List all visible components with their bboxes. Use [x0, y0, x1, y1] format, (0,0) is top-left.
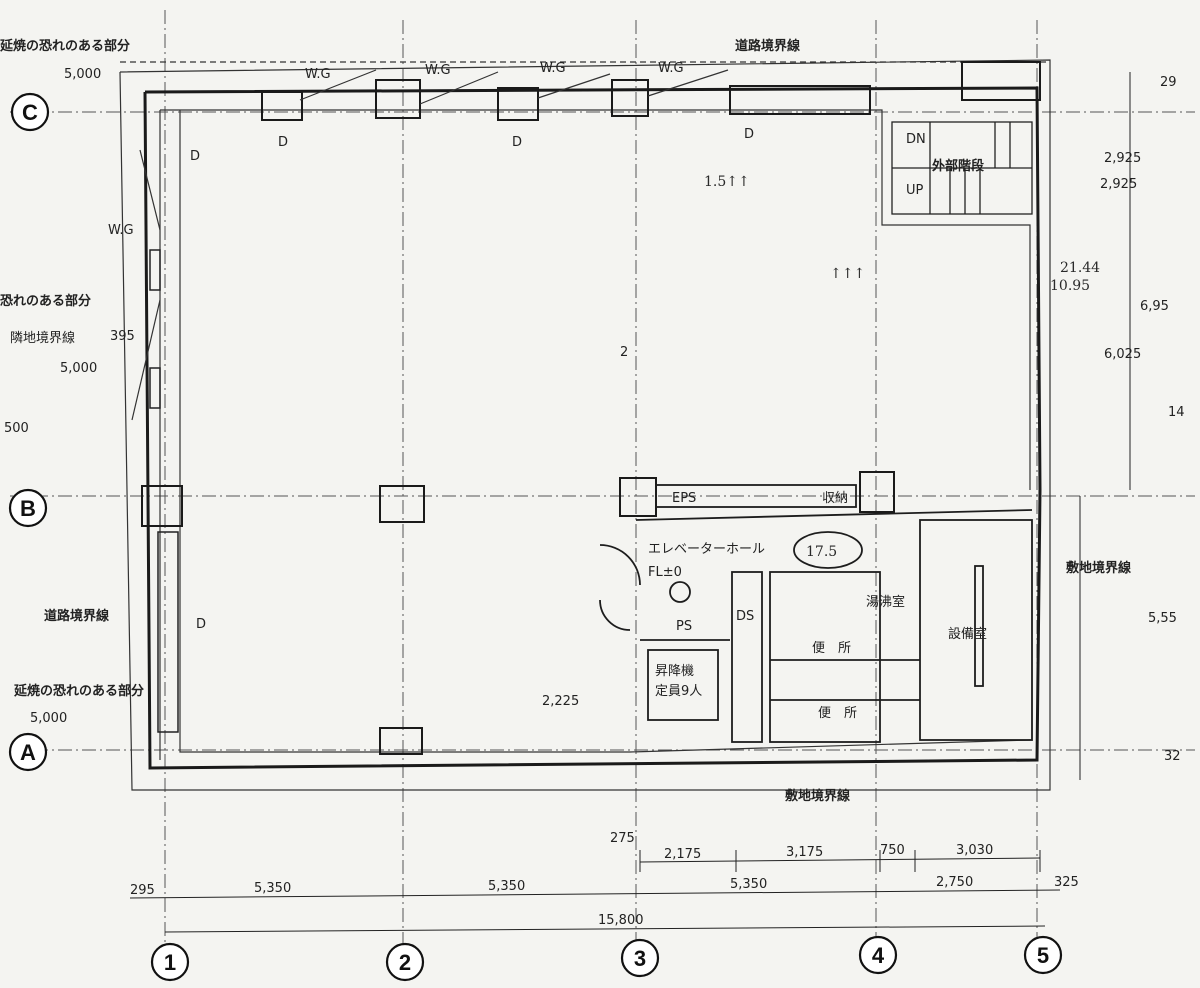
svg-text:B: B [20, 496, 36, 521]
label-fire-risk-low: 延焼の恐れのある部分 [13, 683, 144, 699]
label-boundary-right: 敷地境界線 [1066, 560, 1132, 576]
stair-label: 外部階段 [931, 158, 984, 174]
dim-top-left: 5,000 [64, 67, 101, 82]
dim-row1-4: 750 [880, 843, 905, 858]
dim-row1-2: 2,175 [664, 847, 701, 862]
grid-bubble-2: 2 [385, 942, 425, 982]
label-boundary-bottom: 敷地境界線 [785, 788, 851, 804]
grid-bubble-3: 3 [620, 938, 660, 978]
svg-text:2: 2 [399, 950, 411, 975]
wg-4: W.G [658, 61, 684, 76]
svg-text:A: A [20, 740, 36, 765]
dim-row1-3: 3,175 [786, 845, 823, 860]
center-two: 2 [620, 345, 628, 360]
wg-5: W.G [108, 223, 134, 238]
dim-total: 15,800 [598, 913, 644, 928]
dim-left-500: 500 [4, 421, 29, 436]
dim-right-top-1: 29 [1160, 75, 1177, 90]
dim-left-395: 395 [110, 329, 135, 344]
d-mark-5: D [196, 617, 206, 632]
ps-label: PS [676, 619, 692, 634]
window-marks [131, 69, 729, 421]
elev-box-sub: 定員9人 [655, 684, 702, 699]
eps-label: EPS [672, 491, 696, 506]
d-mark-2: D [278, 135, 288, 150]
svg-text:4: 4 [872, 943, 885, 968]
d-mark-3: D [512, 135, 522, 150]
svg-text:C: C [22, 100, 38, 125]
left-windows [149, 249, 179, 733]
grid-bubble-A: A [8, 732, 48, 772]
dim-interior-2225: 2,225 [542, 694, 579, 709]
wg-3: W.G [540, 61, 566, 76]
kitchen-label: 湯沸室 [866, 594, 905, 610]
hand-note-right-1: 21.44 [1060, 260, 1100, 276]
grid-bubble-1: 1 [150, 942, 190, 982]
svg-text:3: 3 [634, 946, 646, 971]
dim-right-mid-3: 14 [1168, 405, 1185, 420]
site-boundary [119, 59, 1051, 791]
structural-columns [141, 61, 1041, 755]
grid-rows [10, 111, 1195, 751]
hand-note-top: 1.5↑↑ [704, 174, 750, 190]
grid-bubble-C: C [10, 92, 50, 132]
wg-1: W.G [305, 67, 331, 82]
d-mark-4: D [744, 127, 754, 142]
dim-row1-1: 275 [610, 831, 635, 846]
dim-right-top-3: 2,925 [1100, 177, 1137, 192]
grid-bubble-5: 5 [1023, 935, 1063, 975]
grid-bubble-B: B [8, 488, 48, 528]
dim-row2-2: 5,350 [254, 881, 291, 896]
dim-row2-5: 2,750 [936, 875, 973, 890]
elevator-fl: FL±0 [648, 565, 682, 580]
stair [891, 121, 1033, 215]
elevator-hall-label: エレベーターホール [648, 542, 765, 557]
dim-left-bottom: 5,000 [30, 711, 67, 726]
dim-right-mid-1: 6,95 [1140, 299, 1169, 314]
ds-label: DS [736, 609, 754, 624]
hall-value: 17.5 [806, 544, 837, 560]
dim-row2-4: 5,350 [730, 877, 767, 892]
svg-text:1: 1 [164, 950, 176, 975]
toilet-1-label: 便 所 [812, 641, 851, 656]
wg-2: W.G [425, 63, 451, 78]
grid-bubbles-columns: 1 2 3 4 5 [150, 935, 1063, 982]
dim-row2-3: 5,350 [488, 879, 525, 894]
dim-right-low: 5,55 [1148, 611, 1177, 626]
d-mark-1: D [190, 149, 200, 164]
dim-right-mid-2: 6,025 [1104, 347, 1141, 362]
storage-label: 収納 [822, 491, 848, 506]
dim-row2-1: 295 [130, 883, 155, 898]
hand-note-right-2: 10.95 [1050, 278, 1090, 294]
hand-note-mid: ↑↑↑ [830, 266, 865, 282]
dim-right-top-2: 2,925 [1104, 151, 1141, 166]
toilet-2-label: 便 所 [818, 706, 857, 721]
core-rooms [599, 484, 1033, 743]
label-fire-risk-mid: 恐れのある部分 [0, 293, 91, 309]
dimension-chains [129, 72, 1131, 933]
dim-row2-6: 325 [1054, 875, 1079, 890]
grid-bubble-4: 4 [858, 935, 898, 975]
label-boundary-top: 道路境界線 [735, 38, 801, 54]
dim-row1-5: 3,030 [956, 843, 993, 858]
dim-right-bottom: 32 [1164, 749, 1181, 764]
stair-dn: DN [906, 132, 926, 147]
svg-text:5: 5 [1037, 943, 1049, 968]
stair-up: UP [906, 183, 924, 198]
label-fire-risk-top: 延焼の恐れのある部分 [0, 38, 130, 54]
dim-left-mid: 5,000 [60, 361, 97, 376]
label-neighbor-note: 隣地境界線 [10, 330, 75, 346]
label-boundary-left: 道路境界線 [44, 608, 110, 624]
mechanical-label: 設備室 [948, 626, 987, 642]
grid-bubbles-rows: C B A [8, 92, 50, 772]
building-walls [143, 86, 1042, 770]
elev-box-title: 昇降機 [655, 664, 694, 679]
